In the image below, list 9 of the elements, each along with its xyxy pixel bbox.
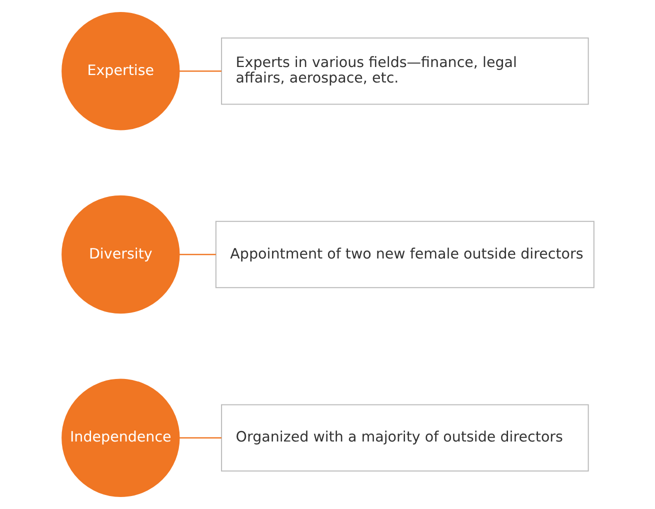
node-circle: Expertise [61,12,180,130]
node-box: Organized with a majority of outside directors [220,404,588,472]
node-circle: Independence [61,378,180,497]
connector [178,437,221,438]
node-circle: Diversity [61,195,180,314]
node-box: Experts in various fields—finance, legal affairs, aerospace, etc. [220,37,588,105]
connector [178,254,216,256]
node-box: Appointment of two new female outside directors [214,220,594,288]
connector [178,70,221,72]
